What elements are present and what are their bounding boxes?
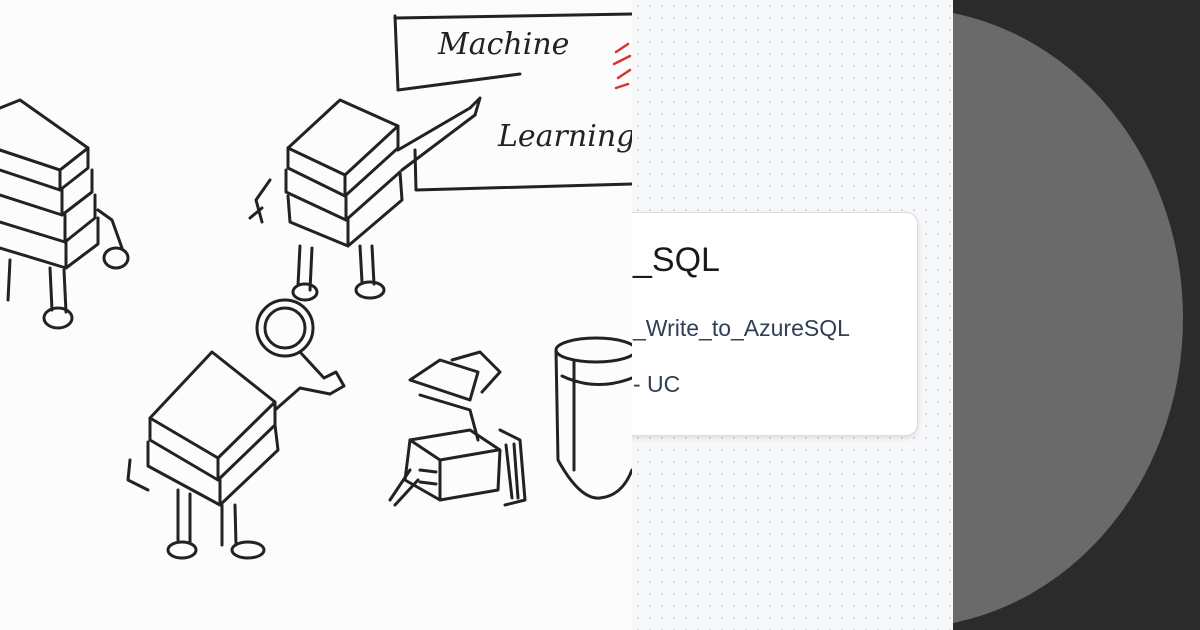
robot-sketch <box>388 350 527 507</box>
pipeline-node-card[interactable]: _SQL _Write_to_AzureSQL - UC <box>632 212 918 436</box>
dark-side-panel <box>953 0 1200 630</box>
node-task-name: _Write_to_AzureSQL <box>633 315 850 341</box>
decorative-circle <box>953 8 1183 628</box>
book-character-teacher <box>248 96 482 302</box>
book-character-analyst <box>126 298 346 560</box>
pipeline-canvas: _SQL _Write_to_AzureSQL - UC <box>632 0 953 630</box>
book-character-left <box>0 98 130 330</box>
red-mark <box>612 42 632 90</box>
board-text-machine: Machine <box>437 27 569 62</box>
sketch-illustration-panel: Machine Learning <box>0 12 632 560</box>
board-text-learning: Learning <box>497 119 632 154</box>
node-cluster-label: - UC <box>633 371 681 397</box>
node-title: _SQL <box>633 241 720 279</box>
database-cylinder-sketch <box>554 336 632 500</box>
whiteboard <box>393 12 632 192</box>
sketch-drawing: Machine Learning <box>0 12 632 560</box>
